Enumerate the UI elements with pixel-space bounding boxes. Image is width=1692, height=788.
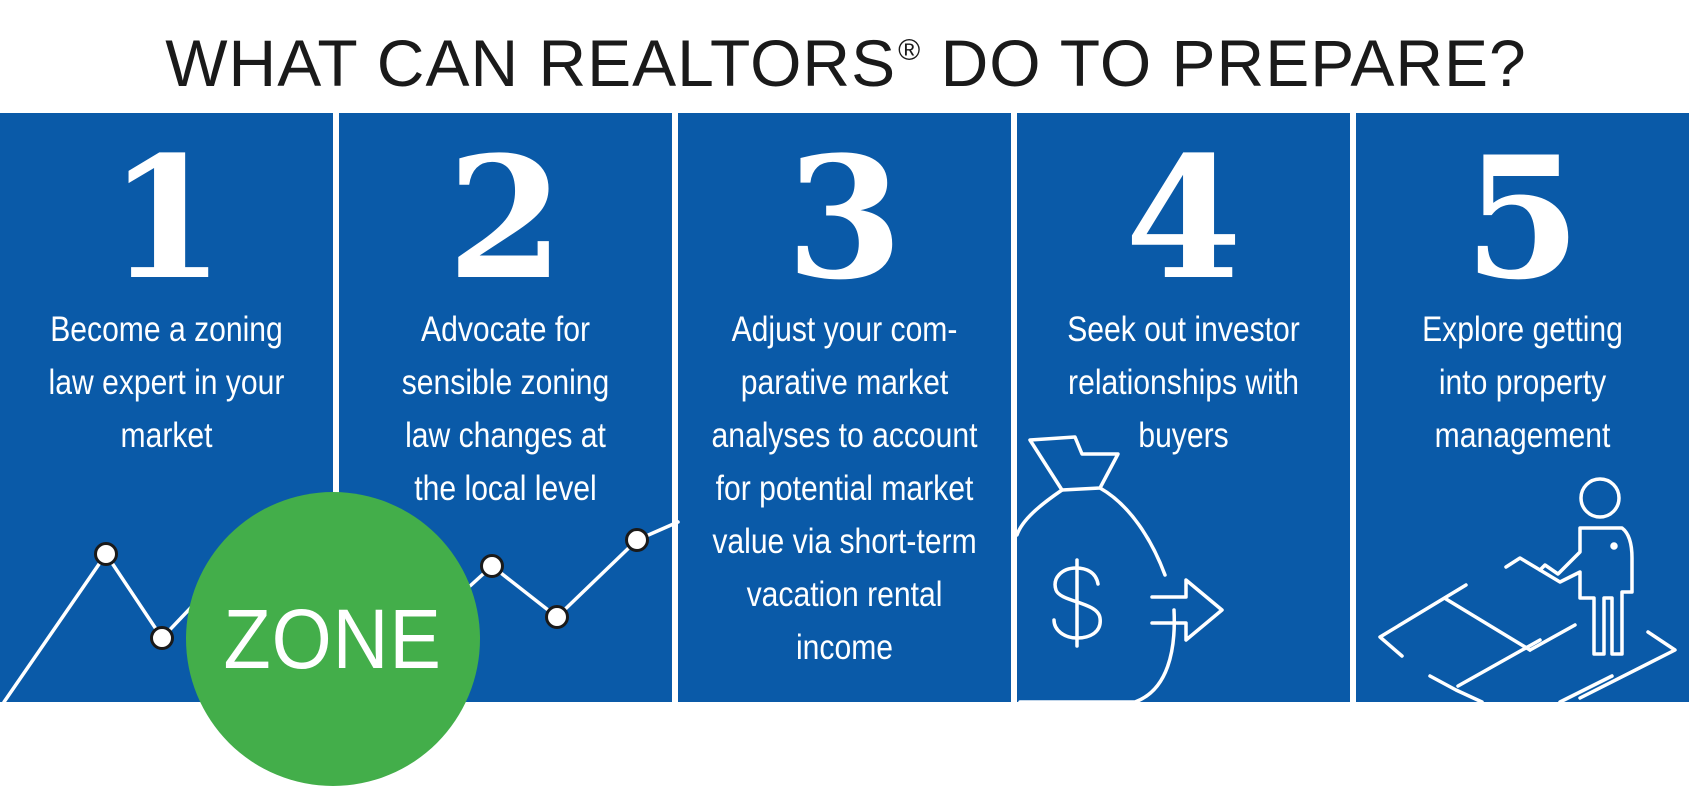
step-number-3: 3 <box>786 119 903 317</box>
zone-badge-label: ZONE <box>223 591 443 686</box>
step-text-4: Seek out investor relationships with buy… <box>1067 310 1300 455</box>
step-number-1: 1 <box>108 119 225 317</box>
step-number-5: 5 <box>1464 119 1581 317</box>
step-panel-4: 4 Seek out investor relationships with b… <box>1017 113 1350 702</box>
page-title-rest: DO TO PREPARE? <box>921 26 1527 100</box>
step-text-3: Adjust your com-parative market analyses… <box>711 310 978 667</box>
step-text-1: Become a zoning law expert in your marke… <box>48 310 285 455</box>
step-panel-3: 3 Adjust your com-parative market analys… <box>678 113 1011 702</box>
zone-badge: ZONE <box>186 492 480 786</box>
step-number-2: 2 <box>447 119 564 317</box>
step-text-2: Advocate for sensible zoning law changes… <box>401 310 610 508</box>
step-text-5: Explore getting into property management <box>1422 310 1623 455</box>
page-title-text: WHAT CAN REALTORS <box>165 26 897 100</box>
registered-mark: ® <box>898 34 922 67</box>
page-title: WHAT CAN REALTORS® DO TO PREPARE? <box>0 6 1692 108</box>
step-panel-5: 5 Explore getting into property manageme… <box>1356 113 1689 702</box>
step-number-4: 4 <box>1125 119 1242 317</box>
